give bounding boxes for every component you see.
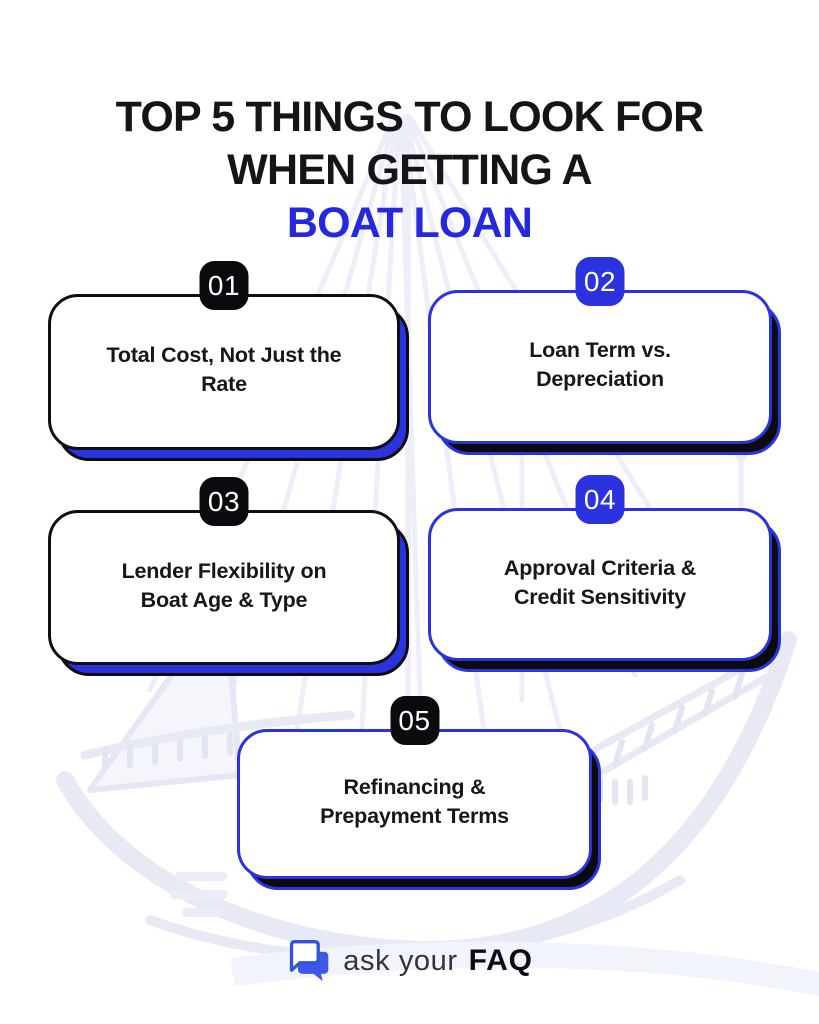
card-label-line: Loan Term vs. bbox=[529, 338, 671, 362]
brand-text-regular: ask your bbox=[343, 944, 458, 977]
card-label-line: Approval Criteria & bbox=[503, 555, 697, 580]
card-label-line: Lender Flexibility on bbox=[121, 558, 327, 583]
card-label-line: Prepayment Terms bbox=[320, 804, 509, 828]
card-2-label: Loan Term vs. Depreciation bbox=[515, 336, 685, 398]
title-line-1: TOP 5 THINGS TO LOOK FOR bbox=[115, 92, 704, 141]
card-4-face: Approval Criteria & Credit Sensitivity bbox=[428, 508, 772, 661]
card-2-number-badge: 02 bbox=[575, 257, 625, 306]
card-5: Refinancing & Prepayment Terms 05 bbox=[237, 696, 601, 890]
card-label-line: Credit Sensitivity bbox=[513, 584, 687, 609]
card-label-line: Rate bbox=[201, 372, 247, 396]
card-1: Total Cost, Not Just the Rate 01 bbox=[48, 261, 409, 461]
card-2: Loan Term vs. Depreciation 02 bbox=[428, 257, 781, 455]
card-3-number-badge: 03 bbox=[199, 477, 249, 526]
card-label-line: Refinancing & bbox=[343, 775, 486, 799]
card-1-face: Total Cost, Not Just the Rate bbox=[48, 294, 400, 450]
card-label-line: Depreciation bbox=[536, 367, 664, 391]
card-4-label: Approval Criteria & Credit Sensitivity bbox=[490, 554, 710, 616]
footer-logo: ask your FAQ bbox=[0, 938, 819, 984]
title-highlight: BOAT LOAN bbox=[286, 198, 533, 247]
card-1-number-badge: 01 bbox=[199, 261, 249, 310]
card-label-line: Boat Age & Type bbox=[140, 587, 308, 612]
card-2-face: Loan Term vs. Depreciation bbox=[428, 290, 772, 444]
card-4: Approval Criteria & Credit Sensitivity 0… bbox=[428, 475, 781, 672]
card-3: Lender Flexibility on Boat Age & Type 03 bbox=[48, 477, 409, 676]
page-title: TOP 5 THINGS TO LOOK FOR WHEN GETTING A … bbox=[0, 91, 819, 250]
title-line-2: WHEN GETTING A bbox=[227, 145, 592, 194]
card-3-face: Lender Flexibility on Boat Age & Type bbox=[48, 510, 400, 665]
card-3-label: Lender Flexibility on Boat Age & Type bbox=[108, 557, 341, 619]
card-5-number-badge: 05 bbox=[390, 696, 439, 745]
card-4-number-badge: 04 bbox=[575, 475, 625, 524]
chat-bubbles-icon bbox=[290, 940, 329, 982]
brand-text-bold: FAQ bbox=[468, 944, 533, 977]
card-1-label: Total Cost, Not Just the Rate bbox=[93, 341, 356, 403]
card-label-line: Total Cost, Not Just the bbox=[106, 343, 342, 367]
card-5-label: Refinancing & Prepayment Terms bbox=[306, 773, 523, 835]
card-5-face: Refinancing & Prepayment Terms bbox=[237, 729, 592, 879]
